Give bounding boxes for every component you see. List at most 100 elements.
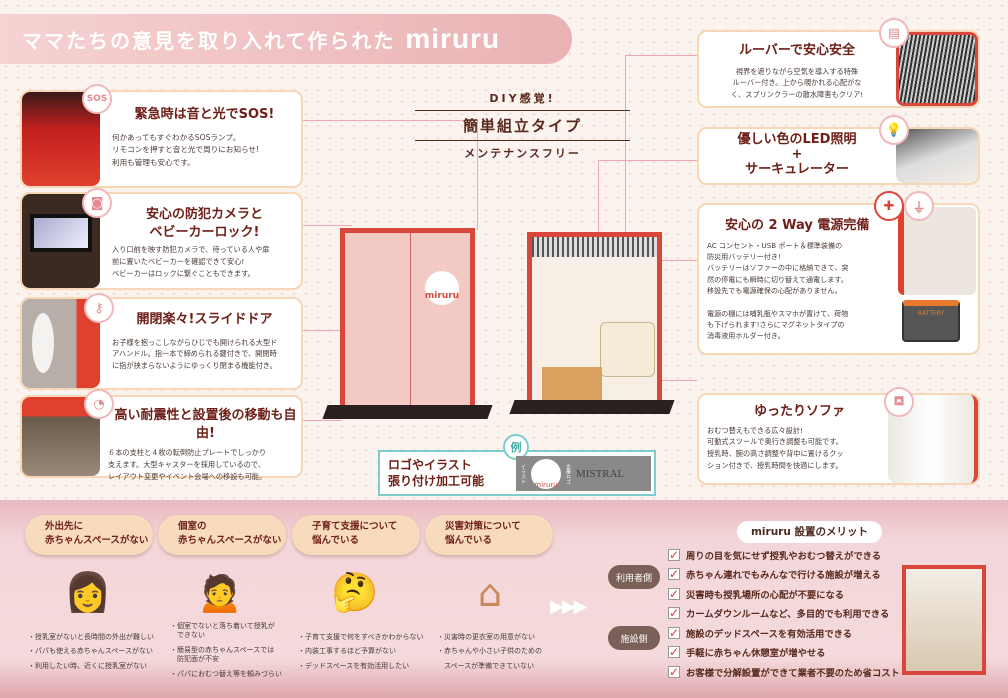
card-text: 何かあってもすぐわかるSOSランプ。リモコンを押すと音と光で周りにお知らせ!利用… — [112, 132, 260, 167]
connector-line — [598, 160, 599, 260]
camera-icon: ◙ — [82, 188, 112, 218]
logo-sample: イラスト miruru 企業ロゴ MISTRAL — [516, 456, 651, 491]
door-miruru-logo: miruru — [425, 271, 459, 305]
merit-item: ✓カームダウンルームなど、多目的でも利用できる — [668, 606, 890, 621]
check-icon: ✓ — [668, 586, 680, 601]
problem-pill: 個室の 赤ちゃんスペースがない — [158, 515, 286, 555]
connector-line — [302, 330, 352, 331]
feature-card-caster: ◔ 高い耐震性と設置後の移動も自由! ６本の支柱と４枚の転倒防止プレートでしっか… — [20, 389, 303, 481]
feature-card-louver: ▤ ルーバーで安心安全 視界を遮りながら空気を導入する特殊ルーバー付き。上から覗… — [697, 18, 980, 108]
connector-line — [598, 160, 697, 161]
first-aid-icon: ✚ — [874, 191, 904, 221]
card-title: 開閉楽々!スライドドア — [136, 312, 273, 327]
sos-icon: SOS — [82, 84, 112, 114]
connector-line — [302, 120, 477, 121]
card-text: AC コンセント・USB ポート＆標準装備の防災用バッテリー付き!バッテリーはソ… — [707, 240, 849, 341]
merit-item: ✓赤ちゃん連れでもみんなで行ける施設が増える — [668, 567, 881, 582]
connector-line — [630, 380, 697, 381]
check-icon: ✓ — [668, 664, 680, 679]
diy-ribbon: DIY感覚! 簡単組立タイプ メンテナンスフリー — [385, 90, 660, 161]
merit-item: ✓手軽に赤ちゃん休憩室が増やせる — [668, 645, 826, 660]
problem-bullets: ・子育て支援で何をすべきかわからない・内装工事するほど予算がない・デッドスペース… — [298, 633, 424, 670]
header-title: ママたちの意見を取り入れて作られた — [22, 28, 396, 53]
booth-interior-photo — [902, 565, 986, 675]
card-text: ６本の支柱と４枚の転倒防止プレートでしっかり支えます。大型キャスターを採用してい… — [108, 448, 267, 481]
header-banner: ママたちの意見を取り入れて作られた miruru — [0, 14, 572, 64]
check-icon: ✓ — [668, 606, 680, 621]
merit-item: ✓施設のデッドスペースを有効活用できる — [668, 625, 853, 640]
merit-checklist: ✓周りの目を気にせず授乳やおむつ替えができる ✓赤ちゃん連れでもみんなで行ける施… — [668, 545, 903, 682]
maintenance-free-label: メンテナンスフリー — [464, 147, 581, 160]
check-icon: ✓ — [668, 625, 680, 640]
bulb-icon: 💡 — [879, 115, 909, 145]
problem-bullets: ・個室でないと落ち着いて授乳が できない・簡易型の赤ちゃんスペースでは 防犯面が… — [170, 622, 282, 678]
card-text: 視界を遮りながら空気を導入する特殊ルーバー付き。上から覗かれる心配がなく、スプリ… — [730, 66, 864, 100]
problem-bullets: ・災害時の更衣室の用意がない・赤ちゃんや小さい子供のための スペースが準備できて… — [437, 633, 542, 670]
emergency-exit-icon: ⌂ — [477, 570, 503, 615]
user-side-label: 利用者側 — [608, 565, 660, 589]
check-icon: ✓ — [668, 547, 680, 562]
feature-card-door: ⚷ 開閉楽々!スライドドア お子様を抱っこしながらひじでも開けられる大型ドアハン… — [20, 293, 303, 390]
arrow-icon: ▶▶▶ — [550, 596, 588, 617]
problem-bullets: ・授乳室がないと長時間の外出が難しい・パパも使える赤ちゃんスペースがない・利用し… — [28, 633, 154, 670]
facility-side-label: 施設側 — [608, 626, 660, 650]
card-title: 緊急時は音と光でSOS! — [134, 107, 275, 122]
card-title: 高い耐震性と設置後の移動も自由! — [114, 408, 297, 441]
check-icon: ✓ — [668, 567, 680, 582]
example-text: ロゴやイラスト 張り付け加工可能 — [388, 458, 485, 489]
led-photo — [896, 129, 978, 183]
feature-card-power: ✚ ⏚ BATTERY 安心の 2 Way 電源完備 AC コンセント・USB … — [697, 191, 980, 355]
booth-base — [322, 405, 493, 419]
connector-line — [625, 55, 697, 56]
card-title: 安心の防犯カメラと ベビーカーロック! — [145, 207, 263, 240]
card-title: 安心の 2 Way 電源完備 — [725, 218, 870, 233]
plug-icon: ⏚ — [904, 191, 934, 221]
check-icon: ✓ — [668, 645, 680, 660]
camera-monitor-photo — [22, 194, 100, 288]
mother-baby-illustration: 👩 — [64, 570, 112, 614]
louver-photo — [896, 32, 978, 106]
merit-item: ✓災害時も授乳場所の心配が不要になる — [668, 586, 845, 601]
connector-line — [302, 420, 342, 421]
door-handle-photo — [22, 299, 100, 388]
feature-card-sos: SOS 緊急時は音と光でSOS! 何かあってもすぐわかるSOSランプ。リモコンを… — [20, 84, 303, 188]
ribbon-title: 簡単組立タイプ — [415, 110, 630, 141]
booth-closed-illustration: miruru — [340, 228, 475, 413]
card-title: ルーバーで安心安全 — [738, 43, 856, 58]
key-icon: ⚷ — [84, 293, 114, 323]
card-title: ゆったりソファ — [753, 404, 845, 419]
feature-card-led: 💡 優しい色のLED照明 + サーキュレーター — [697, 115, 980, 185]
card-text: 入り口前を映す防犯カメラで、待っている人や扉前に置いたベビーカーを確認できて安心… — [112, 245, 270, 278]
problem-pill: 災害対策について 悩んでいる — [425, 515, 553, 555]
connector-line — [477, 120, 478, 230]
booth-base — [509, 400, 675, 414]
diy-label: DIY感覚! — [489, 92, 556, 105]
feature-card-sofa: ⛾ ゆったりソファ おむつ替えもできる広々設計!可動式スツールで奥行き調整も可能… — [697, 387, 980, 485]
connector-line — [640, 260, 697, 261]
louver-icon: ▤ — [879, 18, 909, 48]
example-badge: 例 — [503, 434, 529, 460]
merit-item: ✓お客様で分解設置ができて業者不要のため省コスト — [668, 664, 900, 679]
merits-title: miruru 設置のメリット — [737, 521, 882, 543]
caster-icon: ◔ — [84, 389, 114, 419]
card-title: 優しい色のLED照明 + サーキュレーター — [737, 132, 857, 177]
outlet-photo — [898, 207, 976, 295]
card-text: お子様を抱っこしながらひじでも開けられる大型ドアハンドル。指一本で締められる鍵付… — [112, 337, 278, 371]
problem-pill: 外出先に 赤ちゃんスペースがない — [25, 515, 153, 555]
example-box: 例 ロゴやイラスト 張り付け加工可能 イラスト miruru 企業ロゴ MIST… — [378, 434, 656, 496]
worried-man-illustration: 🤔 — [331, 570, 379, 614]
sofa-icon: ⛾ — [884, 387, 914, 417]
company-logo: MISTRAL — [576, 467, 625, 480]
feature-card-camera: ◙ 安心の防犯カメラと ベビーカーロック! 入り口前を映す防犯カメラで、待ってい… — [20, 188, 303, 290]
illust-logo: miruru — [531, 458, 561, 489]
booth-open-illustration — [527, 232, 662, 407]
worried-mother-illustration: 🙍 — [196, 570, 244, 614]
miruru-logo: miruru — [405, 23, 501, 54]
company-label: 企業ロゴ — [565, 463, 571, 484]
connector-line — [625, 55, 626, 235]
illust-label: イラスト — [520, 463, 526, 484]
battery-illustration: BATTERY — [902, 300, 960, 342]
merit-item: ✓周りの目を気にせず授乳やおむつ替えができる — [668, 547, 882, 562]
card-text: おむつ替えもできる広々設計!可動式スツールで奥行き調整も可能です。授乳時、腕の高… — [707, 425, 844, 471]
connector-line — [302, 225, 352, 226]
